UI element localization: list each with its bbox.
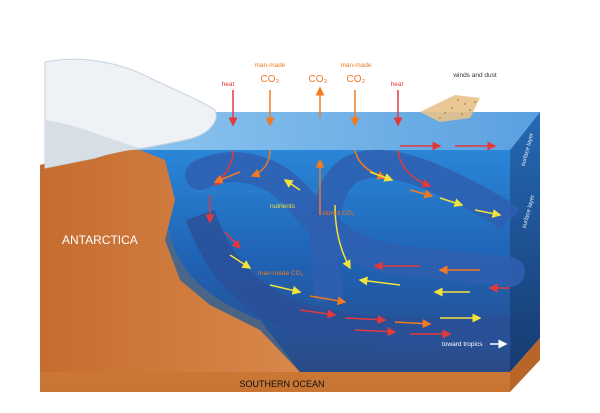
- upwelling-loop-band: [310, 149, 520, 303]
- ocean-side-face: [510, 112, 540, 372]
- co2-label-1: CO₂: [261, 74, 280, 85]
- heat-label-left: heat: [222, 81, 235, 88]
- antarctica-land: [40, 150, 300, 372]
- dust-particles-icon: [439, 99, 476, 119]
- bottom-arrow-4: [344, 315, 387, 325]
- stored-co2-label: stored CO₂: [322, 210, 355, 217]
- man-made-label-1: man-made: [254, 62, 285, 69]
- shelf-arrow-1: [224, 231, 242, 250]
- mid-arrow-4: [439, 197, 464, 208]
- winds-dust-label: winds and dust: [452, 72, 497, 79]
- heat-label-right: heat: [391, 81, 404, 88]
- bottom-arrow-3: [299, 309, 337, 319]
- sinking-arrow-co2: [250, 149, 271, 178]
- dust-plume-icon: [420, 95, 480, 122]
- man-made-label-2: man-made: [340, 62, 371, 69]
- nutrients-label: nutrients: [270, 203, 296, 210]
- mid-arrow-1: [213, 171, 241, 184]
- seabed-side: [510, 338, 540, 392]
- toward-tropics-label: toward tropics: [442, 341, 483, 348]
- man-made-co2-deep-label: man-made CO₂: [258, 270, 304, 277]
- shelf-arrow-2: [229, 254, 252, 269]
- sinking-arrow-heat: [397, 149, 432, 188]
- loop-arrow-down: [334, 204, 351, 270]
- southern-ocean-title: SOUTHERN OCEAN: [239, 379, 324, 389]
- mid-arrow-6: [409, 189, 434, 199]
- bottom-arrow-7: [354, 327, 397, 337]
- mid-arrow-3: [369, 171, 394, 182]
- return-arrow-3: [358, 276, 401, 286]
- bottom-arrow-1: [269, 284, 302, 295]
- bottom-arrow-5: [394, 319, 432, 329]
- nutrient-arrow-1: [283, 179, 301, 191]
- co2-label-mid: CO₂: [309, 74, 328, 85]
- co2-label-2: CO₂: [347, 74, 366, 85]
- antarctica-label: ANTARCTICA: [62, 233, 138, 247]
- ocean-surface: [120, 112, 540, 150]
- ice-shelf-edge: [45, 120, 140, 168]
- mid-arrow-5: [474, 209, 502, 218]
- bottom-arrow-2: [309, 295, 347, 306]
